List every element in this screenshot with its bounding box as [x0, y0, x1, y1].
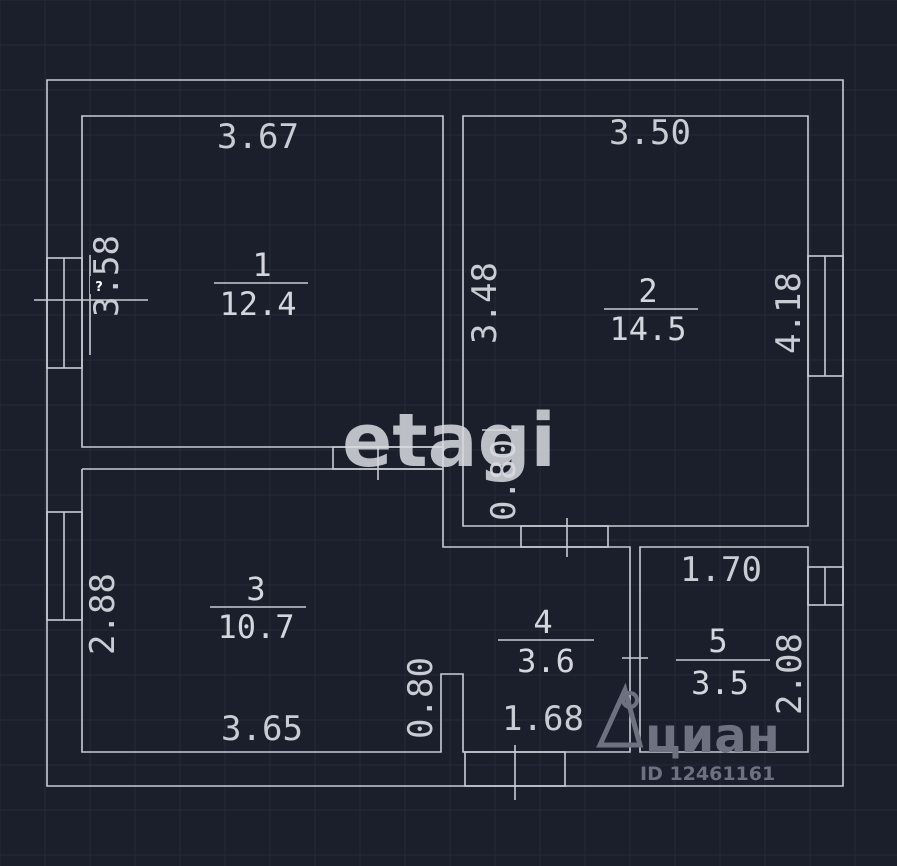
- dim-room-1-top: 3.67: [217, 117, 299, 157]
- room-4-area: 3.6: [517, 642, 575, 680]
- room-1-number: 1: [252, 246, 271, 284]
- dim-room-2-door: 0.80: [484, 439, 524, 521]
- listing-id: ID 12461161: [640, 763, 775, 785]
- room-4-number: 4: [533, 603, 552, 641]
- room-1-area: 12.4: [219, 285, 296, 323]
- dimension-labels: 3.67 3.58 3.50 3.48 4.18 0.80 2.88 3.65 …: [83, 113, 810, 749]
- room-3-outline: [81, 468, 631, 753]
- room-3-number: 3: [246, 570, 265, 608]
- watermarks: etagi циан ID 12461161: [342, 398, 780, 785]
- room-2-area: 14.5: [609, 310, 686, 348]
- walls: [34, 79, 844, 800]
- cian-logo-text: циан: [645, 708, 780, 764]
- room-2-number: 2: [638, 272, 657, 310]
- door-room-2: [520, 525, 609, 548]
- dim-room-2-top: 3.50: [609, 113, 691, 153]
- dim-room-3-door: 0.80: [401, 657, 441, 739]
- dim-room-2-right: 4.18: [769, 272, 809, 354]
- room-2-outline: [462, 115, 809, 527]
- room-labels: 1 12.4 2 14.5 3 10.7 4 3.6 5 3.5: [210, 246, 770, 702]
- dim-room-3-left: 2.88: [83, 573, 123, 655]
- unknown-marker-text: ?: [95, 280, 103, 295]
- unknown-marker: ?: [90, 276, 108, 295]
- door-room-1: [332, 446, 444, 470]
- dim-room-2-left: 3.48: [465, 262, 505, 344]
- dim-room-5-right: 2.08: [770, 633, 810, 715]
- room-5-outline: [639, 546, 809, 753]
- dim-room-5-top: 1.70: [680, 550, 762, 590]
- room-3-area: 10.7: [217, 608, 294, 646]
- cian-logo-icon: [596, 682, 644, 748]
- dim-room-3-bottom: 3.65: [221, 709, 303, 749]
- etagi-logo: etagi: [342, 398, 556, 484]
- room-5-area: 3.5: [691, 664, 749, 702]
- dim-room-4-bottom: 1.68: [502, 699, 584, 739]
- room-5-number: 5: [708, 622, 727, 660]
